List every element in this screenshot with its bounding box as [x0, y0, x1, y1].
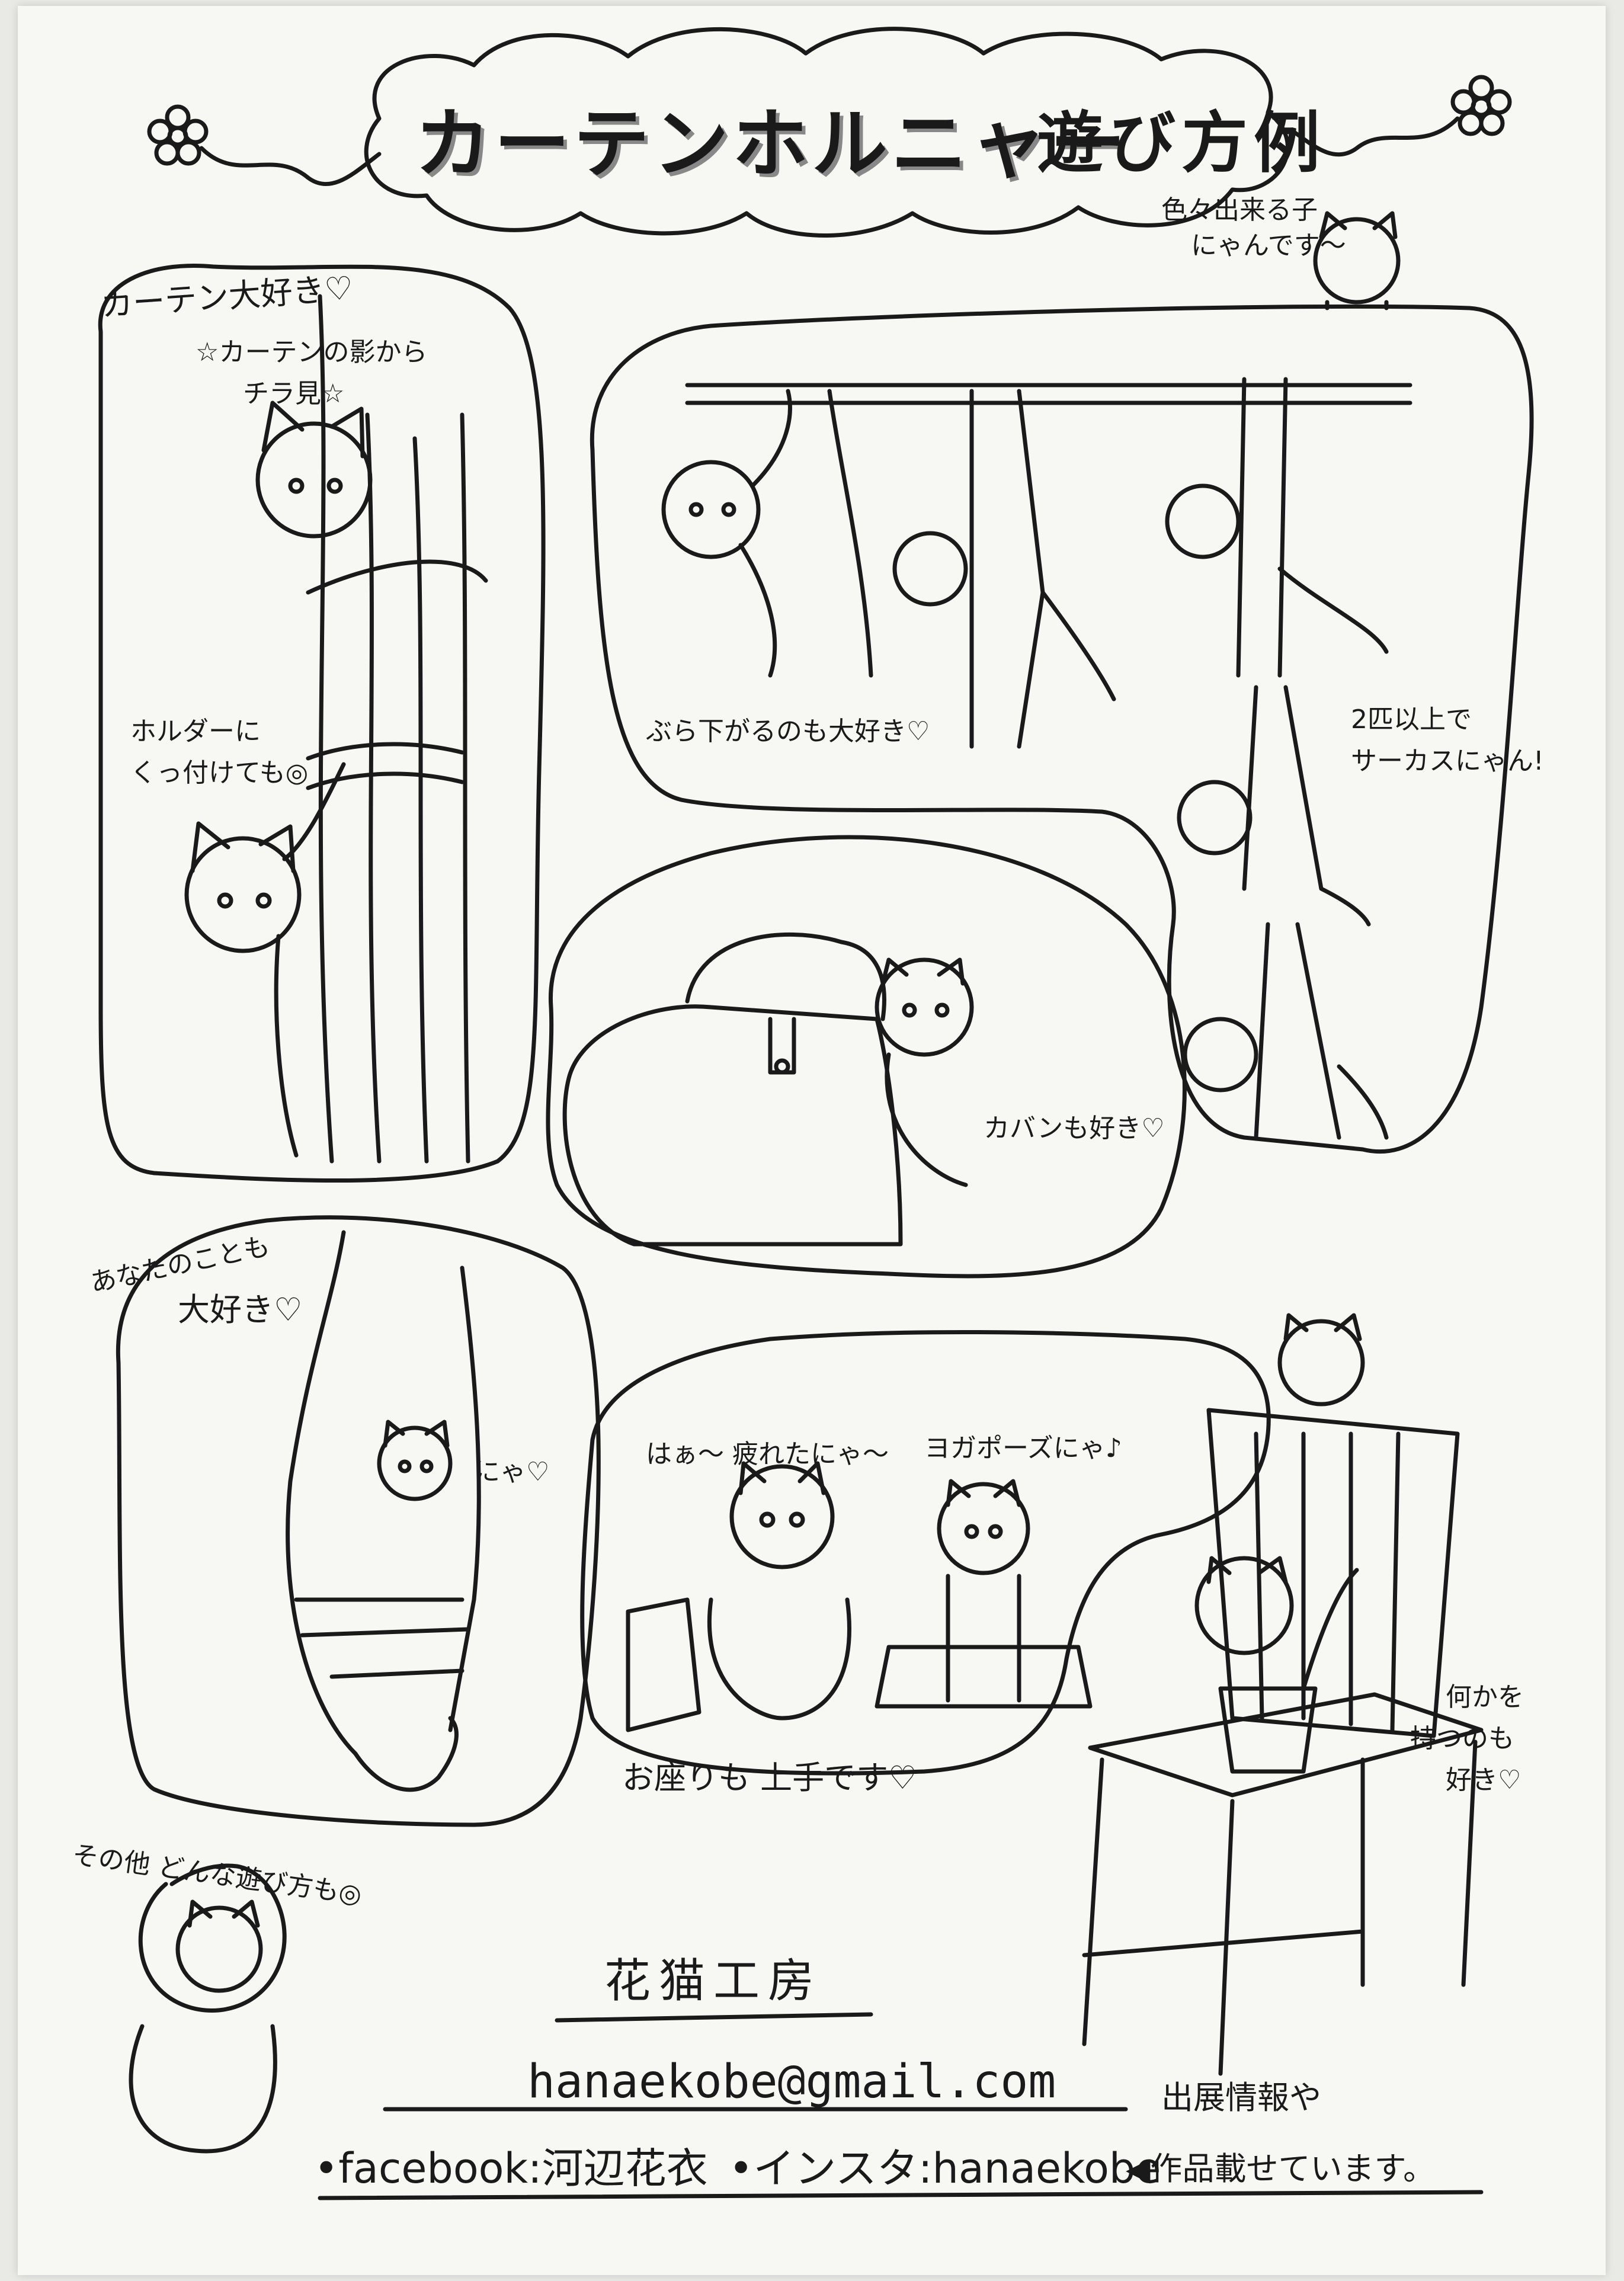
cat-sit-yoga-icon: [875, 1479, 1093, 1709]
email-address[interactable]: hanaekobe@gmail.com: [527, 2055, 1056, 2109]
cat-hang-5-icon: [1183, 922, 1389, 1140]
caption-tired: はぁ〜 疲れたにゃ〜: [646, 1439, 889, 1469]
caption-holder-line2: くっ付けても◎: [130, 758, 309, 788]
facebook-label: •facebook:河辺花衣: [314, 2144, 708, 2193]
page-subtitle: 遊び方例: [1037, 105, 1326, 182]
panel-sitting: [580, 1329, 1271, 1776]
cat-hang-4-icon: [1177, 685, 1371, 927]
arm-hand: [353, 1716, 459, 1792]
curtain-tieback: [306, 742, 465, 790]
arm-cuff: [294, 1597, 470, 1679]
cat-hang-3-icon: [1165, 377, 1389, 678]
panel-arm: [116, 1215, 601, 1827]
caption-holder-line1: ホルダーに: [130, 716, 261, 747]
cat-chair-top-icon: [1277, 1313, 1365, 1407]
caption-hanging: ぶら下がるのも大好き♡: [646, 716, 930, 747]
panel-curtain: [98, 264, 546, 1183]
caption-circus-line2: サーカスにゃん!: [1351, 746, 1544, 776]
caption-hold-line1: 何かを: [1446, 1682, 1524, 1712]
caption-hold-line2: 持つのも: [1410, 1723, 1514, 1754]
cat-hang-1-icon: [661, 389, 873, 678]
cat-peeking-icon: [255, 401, 488, 595]
panel-bag: [546, 835, 1187, 1279]
caption-many-line2: にゃんです〜: [1191, 230, 1346, 261]
caption-hold-line3: 好き♡: [1446, 1765, 1522, 1795]
caption-peek-line1: ☆カーテンの影から: [196, 337, 428, 367]
info-line1: 出展情報や: [1161, 2079, 1321, 2116]
caption-sitting: お座りも 上手です♡: [622, 1759, 917, 1796]
cat-corner-icon: [1313, 211, 1401, 310]
cat-holder-icon: [184, 762, 346, 1158]
cat-chair-seat-icon: [1194, 1556, 1359, 1774]
caption-yoga: ヨガポーズにゃ♪: [924, 1433, 1122, 1463]
brand-name: 花猫工房: [604, 1955, 823, 2008]
chair-icon: [1082, 1408, 1484, 2076]
bag-icon: [562, 932, 903, 1247]
caption-bag: カバンも好き♡: [984, 1113, 1165, 1143]
cat-sit-tired-icon: [626, 1461, 851, 1732]
caption-circus-line1: 2匹以上で: [1351, 704, 1472, 735]
arm-sleeve: [286, 1230, 481, 1756]
cat-circle-icon: [129, 1863, 287, 2154]
page-title: カーテンホルニャー: [415, 100, 1130, 188]
caption-peek-line2: チラ見☆: [243, 379, 345, 409]
instagram-label: •インスタ:hanaekobe: [729, 2144, 1161, 2193]
info-line2: ◀作品載せています。: [1126, 2150, 1436, 2187]
social-underline: [318, 2190, 1484, 2200]
title-cloud: [364, 27, 1290, 238]
hanging-bar: [685, 383, 1412, 405]
cat-hang-2-icon: [892, 389, 1116, 749]
cat-bag-icon: [875, 957, 974, 1187]
caption-nya: にゃ♡: [474, 1457, 550, 1487]
brand-underline: [555, 2012, 873, 2023]
flower-right-icon: [1289, 75, 1512, 157]
panel-hanging: [590, 304, 1534, 1154]
flower-left-icon: [147, 104, 382, 187]
curtain-drape: [318, 294, 470, 1164]
cat-arm-icon: [377, 1420, 453, 1501]
caption-many-line1: 色々出来る子: [1161, 195, 1318, 225]
caption-you-line2: 大好き♡: [178, 1291, 303, 1328]
